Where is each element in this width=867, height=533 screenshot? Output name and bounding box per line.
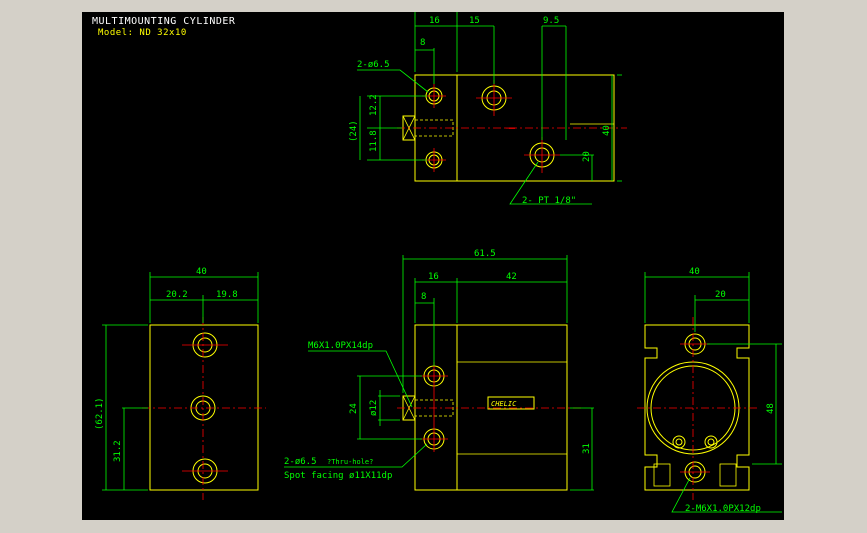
top-dim-40: 40 [602,125,612,136]
right-thread-note: 2-M6X1.0PX12dp [685,504,761,514]
top-port-note: 2- PT 1/8" [522,196,576,206]
top-dim-11-8: 11.8 [369,130,379,152]
left-view-body [149,324,259,491]
front-view-body [456,324,568,491]
left-dim-31-2: 31.2 [113,440,123,462]
top-view-marking: ═══ [505,126,516,132]
right-dim-40: 40 [689,267,700,277]
top-hole-note: 2-ø6.5 [357,60,390,70]
right-view-body [644,324,750,491]
right-view: 40 20 48 2-M6X1.0PX12dp [637,267,782,514]
front-dim-31: 31 [582,443,592,454]
top-dim-20: 20 [582,151,592,162]
top-dim-24: (24) [349,120,359,142]
drawing-title: MULTIMOUNTING CYLINDER [92,16,236,27]
front-hole-note: 2-ø6.5 [284,457,317,467]
front-thru-note: ?Thru-hole? [327,458,373,466]
model-label: Model: ND 32x10 [98,28,187,38]
brand-label: CHELIC [491,400,517,408]
left-view: 40 20.2 19.8 (62.1) 31.2 [95,267,266,500]
top-dim-9-5: 9.5 [543,16,559,26]
top-dim-12-2: 12.2 [369,94,379,116]
front-view: CHELIC 61.5 16 42 8 M6X1.0PX14dp 24 ø12 [284,249,594,491]
top-view: ═══ 16 15 9.5 8 2-ø6.5 12.2 (24) 11.8 40 [349,12,627,206]
front-thread-note: M6X1.0PX14dp [308,341,373,351]
top-dim-15: 15 [469,16,480,26]
front-dim-16: 16 [428,272,439,282]
cad-viewport[interactable]: MULTIMOUNTING CYLINDER Model: ND 32x10 ═… [82,12,784,520]
front-spot-note: Spot facing ø11X11dp [284,471,392,481]
brand-plate [487,396,535,410]
right-dim-20: 20 [715,290,726,300]
front-view-endcap [414,324,458,491]
right-dim-48: 48 [766,403,776,414]
left-dim-62-1: (62.1) [95,397,105,430]
top-dim-8: 8 [420,38,425,48]
front-dim-8: 8 [421,292,426,302]
left-dim-20-2: 20.2 [166,290,188,300]
left-dim-19-8: 19.8 [216,290,238,300]
front-dim-12: ø12 [369,400,379,416]
top-dim-16: 16 [429,16,440,26]
left-dim-40: 40 [196,267,207,277]
front-dim-24: 24 [349,403,359,414]
front-dim-42: 42 [506,272,517,282]
front-dim-61-5: 61.5 [474,249,496,259]
drawing-canvas: MULTIMOUNTING CYLINDER Model: ND 32x10 ═… [92,12,782,514]
